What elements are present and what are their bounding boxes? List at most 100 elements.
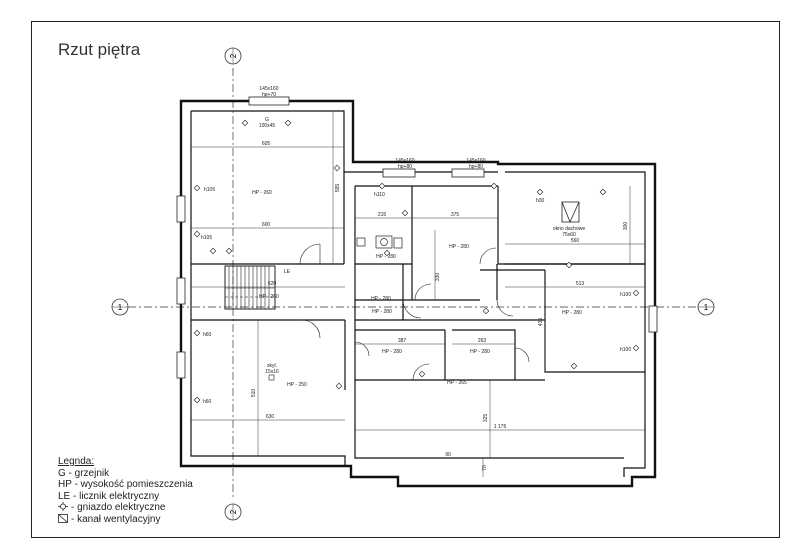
drawing-title: Rzut piętra <box>58 40 141 59</box>
room-label-11: HP - 265 <box>447 380 467 386</box>
door-8 <box>496 299 514 317</box>
room-label-6: HP - 280 <box>562 310 582 316</box>
dim-600: 600 <box>262 222 271 228</box>
dim-620: 620 <box>268 281 277 287</box>
door-1 <box>299 243 321 265</box>
door-6 <box>412 363 430 381</box>
dimension-lines <box>191 111 645 477</box>
legend-text: LE - licznik elektryczny <box>58 490 160 502</box>
room-label-7: HP - 280 <box>382 349 402 355</box>
axis-lines <box>128 68 698 500</box>
dim-90: 90 <box>445 452 451 458</box>
socket-height-1: h105 <box>204 187 215 193</box>
roof-window-label: okno dachowe <box>553 226 585 232</box>
dim-595: 595 <box>335 184 341 193</box>
door-3 <box>414 283 432 301</box>
socket-height-6: h60 <box>203 399 212 405</box>
door-4 <box>479 247 497 265</box>
staircase <box>224 265 276 310</box>
socket-height-8: h100 <box>620 347 631 353</box>
stair-size: 15x16 <box>265 369 279 375</box>
window-left-1 <box>176 195 186 223</box>
legend-item: - kanał wentylacyjny <box>58 514 193 526</box>
doors <box>299 243 530 381</box>
dim-375: 375 <box>451 212 460 218</box>
socket-height-2: h105 <box>201 235 212 241</box>
window-2-height: hp+80 <box>398 164 412 170</box>
window-mid-2 <box>451 168 485 178</box>
axis-2-top-marker: 2 <box>224 47 242 65</box>
socket-height-3: h110 <box>374 192 385 198</box>
meter-label: LE <box>284 269 291 275</box>
dim-510: 510 <box>251 389 257 398</box>
axis-markers: 2 2 1 1 <box>111 47 715 521</box>
legend-heading: Legnda: <box>58 456 95 467</box>
room-label-8: HP - 280 <box>470 349 490 355</box>
dim-300: 300 <box>623 222 629 231</box>
room-label-3: HP - 280 <box>376 254 396 260</box>
dim-435: 435 <box>538 318 544 327</box>
room-label-9: HP - 280 <box>372 309 392 315</box>
axis-1-right-marker: 1 <box>697 298 715 316</box>
legend: Legnda: G - grzejnik HP - wysokość pomie… <box>58 456 193 525</box>
window-right <box>648 305 658 333</box>
room-label-4: HP - 280 <box>449 244 469 250</box>
room-label-1: HP - 260 <box>252 190 272 196</box>
legend-text: - kanał wentylacyjny <box>71 513 161 525</box>
plan-labels: HP - 260 HP - 260 HP - 280 HP - 280 HP -… <box>201 86 631 471</box>
door-9 <box>301 319 321 339</box>
room-label-2: HP - 260 <box>259 294 279 300</box>
window-1-height: hp+70 <box>262 92 276 98</box>
legend-item: - gniazdo elektryczne <box>58 502 193 514</box>
radiator-label: G <box>265 117 269 123</box>
stair-label: skyl. <box>267 363 277 369</box>
window-3-height: hp+80 <box>469 164 483 170</box>
window-3-size: 145x160 <box>466 158 485 164</box>
radiator-size: 100x45 <box>259 123 276 129</box>
socket-icon <box>58 502 68 511</box>
axis-1-left-label: 1 <box>118 303 123 312</box>
window-top-left <box>248 96 290 106</box>
dim-263: 263 <box>478 338 487 344</box>
socket-height-5: h60 <box>203 332 212 338</box>
legend-text: - gniazdo elektryczne <box>71 502 166 513</box>
inner-wall-lines <box>190 110 646 477</box>
window-left-3 <box>176 351 186 379</box>
door-5 <box>354 341 370 357</box>
dim-330: 330 <box>435 273 441 282</box>
dim-513: 513 <box>576 281 585 287</box>
door-7 <box>514 347 530 363</box>
socket-height-7: h100 <box>620 292 631 298</box>
dim-70: 70 <box>482 465 488 471</box>
bathroom-fixtures <box>356 235 403 249</box>
legend-item: LE - licznik elektryczny <box>58 491 193 503</box>
dim-560: 560 <box>571 238 580 244</box>
window-1-size: 145x160 <box>259 86 278 92</box>
axis-1-right-label: 1 <box>704 303 709 312</box>
window-mid-1 <box>382 168 416 178</box>
room-label-5: HP - 280 <box>371 296 391 302</box>
room-label-10: HP - 250 <box>287 382 307 388</box>
roof-window <box>561 201 580 223</box>
axis-1-left-marker: 1 <box>111 298 129 316</box>
dim-325: 325 <box>483 414 489 423</box>
legend-text: G - grzejnik <box>58 467 110 479</box>
outer-walls <box>179 99 657 488</box>
sheet-border <box>31 21 780 538</box>
roof-window-size: 75x60 <box>562 232 576 238</box>
window-2-size: 145x160 <box>395 158 414 164</box>
windows <box>176 96 658 379</box>
dim-630: 630 <box>266 414 275 420</box>
vent-icon <box>58 513 68 523</box>
door-2 <box>402 299 422 319</box>
axis-2-bottom-marker: 2 <box>224 503 242 521</box>
dim-215: 215 <box>378 212 387 218</box>
electrical-sockets <box>193 119 640 404</box>
legend-text: HP - wysokość pomieszczenia <box>58 479 193 490</box>
window-left-2 <box>176 277 186 305</box>
legend-item: G - grzejnik <box>58 468 193 480</box>
dim-605: 605 <box>262 141 271 147</box>
dim-387: 387 <box>398 338 407 344</box>
